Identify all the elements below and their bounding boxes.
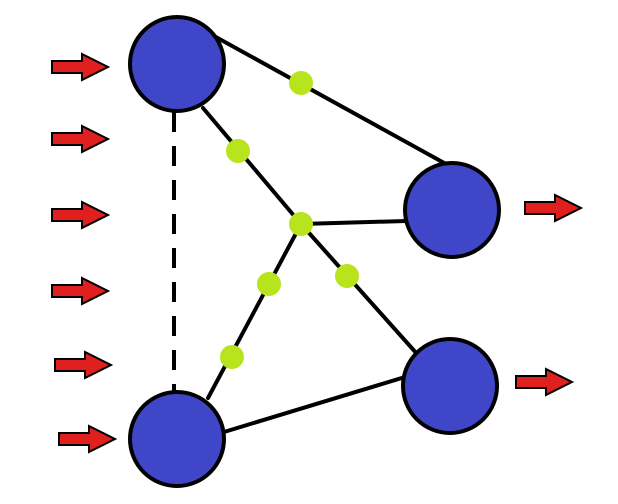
input-arrow [54, 350, 114, 380]
junction-dot [257, 272, 281, 296]
input-arrow [58, 424, 118, 454]
input-arrow [51, 124, 111, 154]
junction-dot [220, 345, 244, 369]
input-arrow [51, 52, 111, 82]
edge-top-left-to-center-junction [201, 106, 303, 226]
node-bottom-left [128, 390, 226, 488]
nodes-group [128, 15, 501, 488]
junction-dot [335, 264, 359, 288]
input-arrow [51, 200, 111, 230]
input-arrows-group [51, 52, 118, 454]
input-arrow [51, 276, 111, 306]
edge-center-junction-to-bottom-right [299, 222, 420, 357]
output-arrows-group [515, 193, 584, 397]
edge-center-junction-to-middle-right [299, 219, 408, 226]
output-arrow [515, 367, 575, 397]
center-junction-dot [289, 212, 313, 236]
edge-bottom-left-to-center-junction [206, 222, 303, 400]
node-middle-right [403, 161, 501, 259]
node-top-left [128, 15, 226, 113]
node-bottom-right [401, 337, 499, 435]
junction-dots-group [220, 71, 359, 369]
junction-dot [226, 139, 250, 163]
edges-group [172, 34, 448, 434]
edge-top-left-to-middle-right [212, 34, 448, 166]
output-arrow [524, 193, 584, 223]
junction-dot [289, 71, 313, 95]
edge-bottom-left-to-bottom-right [222, 375, 407, 434]
